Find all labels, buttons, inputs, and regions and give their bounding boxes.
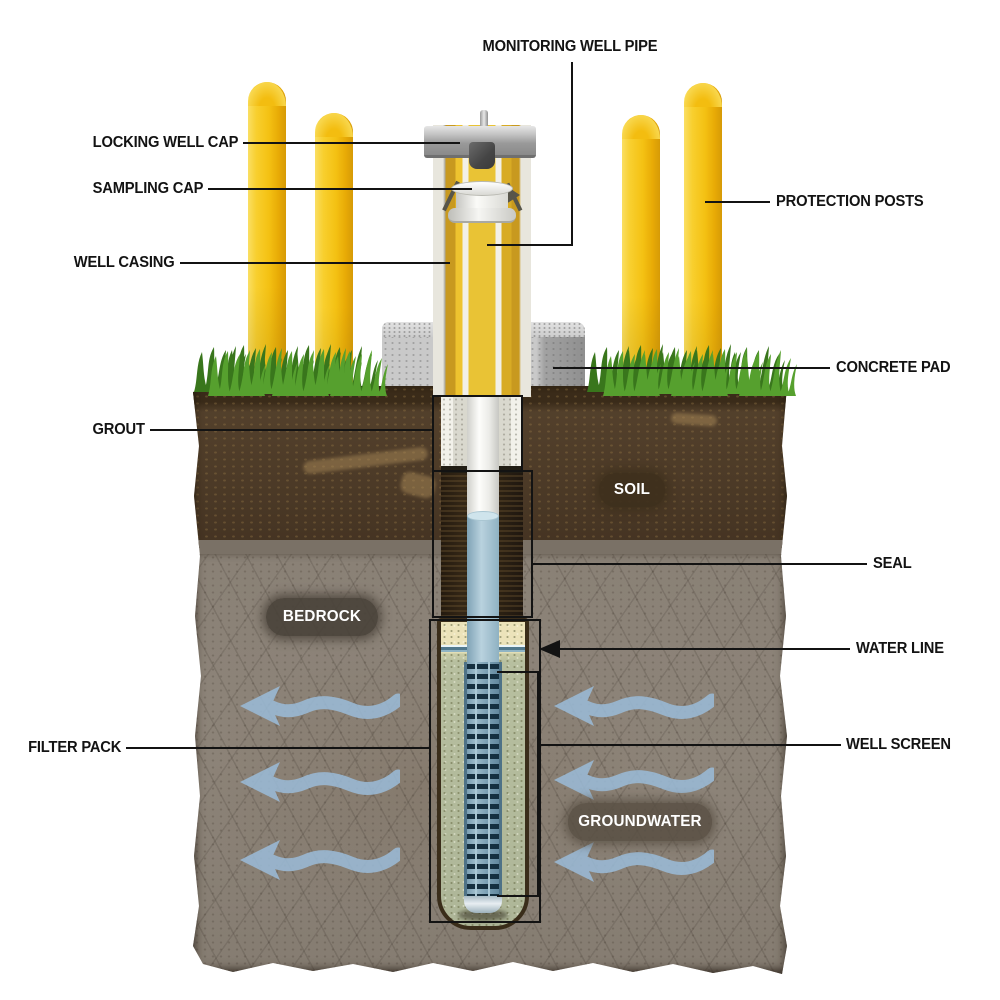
leader-concrete-pad xyxy=(553,367,830,369)
groundwater-flow-arrow xyxy=(552,684,714,728)
leader-monitoring-well-pipe-v xyxy=(571,62,573,246)
soil-streak xyxy=(302,446,429,475)
pipe-water-column xyxy=(467,516,499,664)
label-sampling-cap: SAMPLING CAP xyxy=(92,180,203,197)
padlock-icon xyxy=(469,142,495,169)
post-dome xyxy=(684,83,722,107)
groundwater-badge: GROUNDWATER xyxy=(567,803,713,841)
label-well-screen: WELL SCREEN xyxy=(846,736,951,753)
sampling-cap-flange xyxy=(448,208,516,223)
post-dome xyxy=(248,82,286,106)
soil-badge: SOIL xyxy=(598,473,666,507)
label-protection-posts: PROTECTION POSTS xyxy=(776,193,924,210)
protection-post-front-left xyxy=(315,113,353,390)
seal-bracket xyxy=(432,470,533,618)
leader-sampling-cap xyxy=(208,188,472,190)
leader-seal xyxy=(533,563,867,565)
leader-locking-well-cap xyxy=(243,142,460,144)
pipe-water-surface xyxy=(467,511,499,521)
grout-bracket xyxy=(432,395,523,472)
label-grout: GROUT xyxy=(92,421,145,438)
leader-well-screen xyxy=(539,744,841,746)
groundwater-flow-arrow xyxy=(552,840,714,884)
label-well-casing: WELL CASING xyxy=(74,254,175,271)
protective-well-casing xyxy=(433,125,531,397)
soil-streak xyxy=(670,412,718,427)
lock-hasp-pin xyxy=(480,110,488,140)
well-screen-bracket xyxy=(497,671,539,897)
well-screen xyxy=(464,662,502,898)
groundwater-flow-arrow xyxy=(238,760,400,804)
post-dome xyxy=(622,115,660,139)
label-locking-well-cap: LOCKING WELL CAP xyxy=(92,134,238,151)
leader-water-line xyxy=(558,648,850,650)
leader-monitoring-well-pipe-h xyxy=(487,244,573,246)
protection-post-front-right xyxy=(684,83,722,391)
groundwater-flow-arrow xyxy=(238,838,400,882)
filter-pack-bracket xyxy=(429,619,541,923)
post-dome xyxy=(315,113,353,137)
label-concrete-pad: CONCRETE PAD xyxy=(836,359,951,376)
bedrock-badge: BEDROCK xyxy=(265,598,379,636)
label-water-line: WATER LINE xyxy=(856,640,944,657)
grass-right xyxy=(587,344,797,396)
screen-bottom-cap xyxy=(464,896,502,913)
groundwater-flow-arrow xyxy=(552,758,714,802)
label-seal: SEAL xyxy=(873,555,912,572)
protection-post-back-left xyxy=(248,82,286,374)
protection-post-back-right xyxy=(622,115,660,375)
label-filter-pack: FILTER PACK xyxy=(27,739,121,756)
grass-left xyxy=(194,344,388,396)
label-monitoring-well-pipe: MONITORING WELL PIPE xyxy=(482,38,658,55)
groundwater-flow-arrow xyxy=(238,684,400,728)
leader-well-casing xyxy=(180,262,450,264)
leader-protection-posts xyxy=(705,201,770,203)
water-line-arrowhead xyxy=(539,640,560,658)
leader-filter-pack xyxy=(126,747,429,749)
leader-grout xyxy=(150,429,433,431)
